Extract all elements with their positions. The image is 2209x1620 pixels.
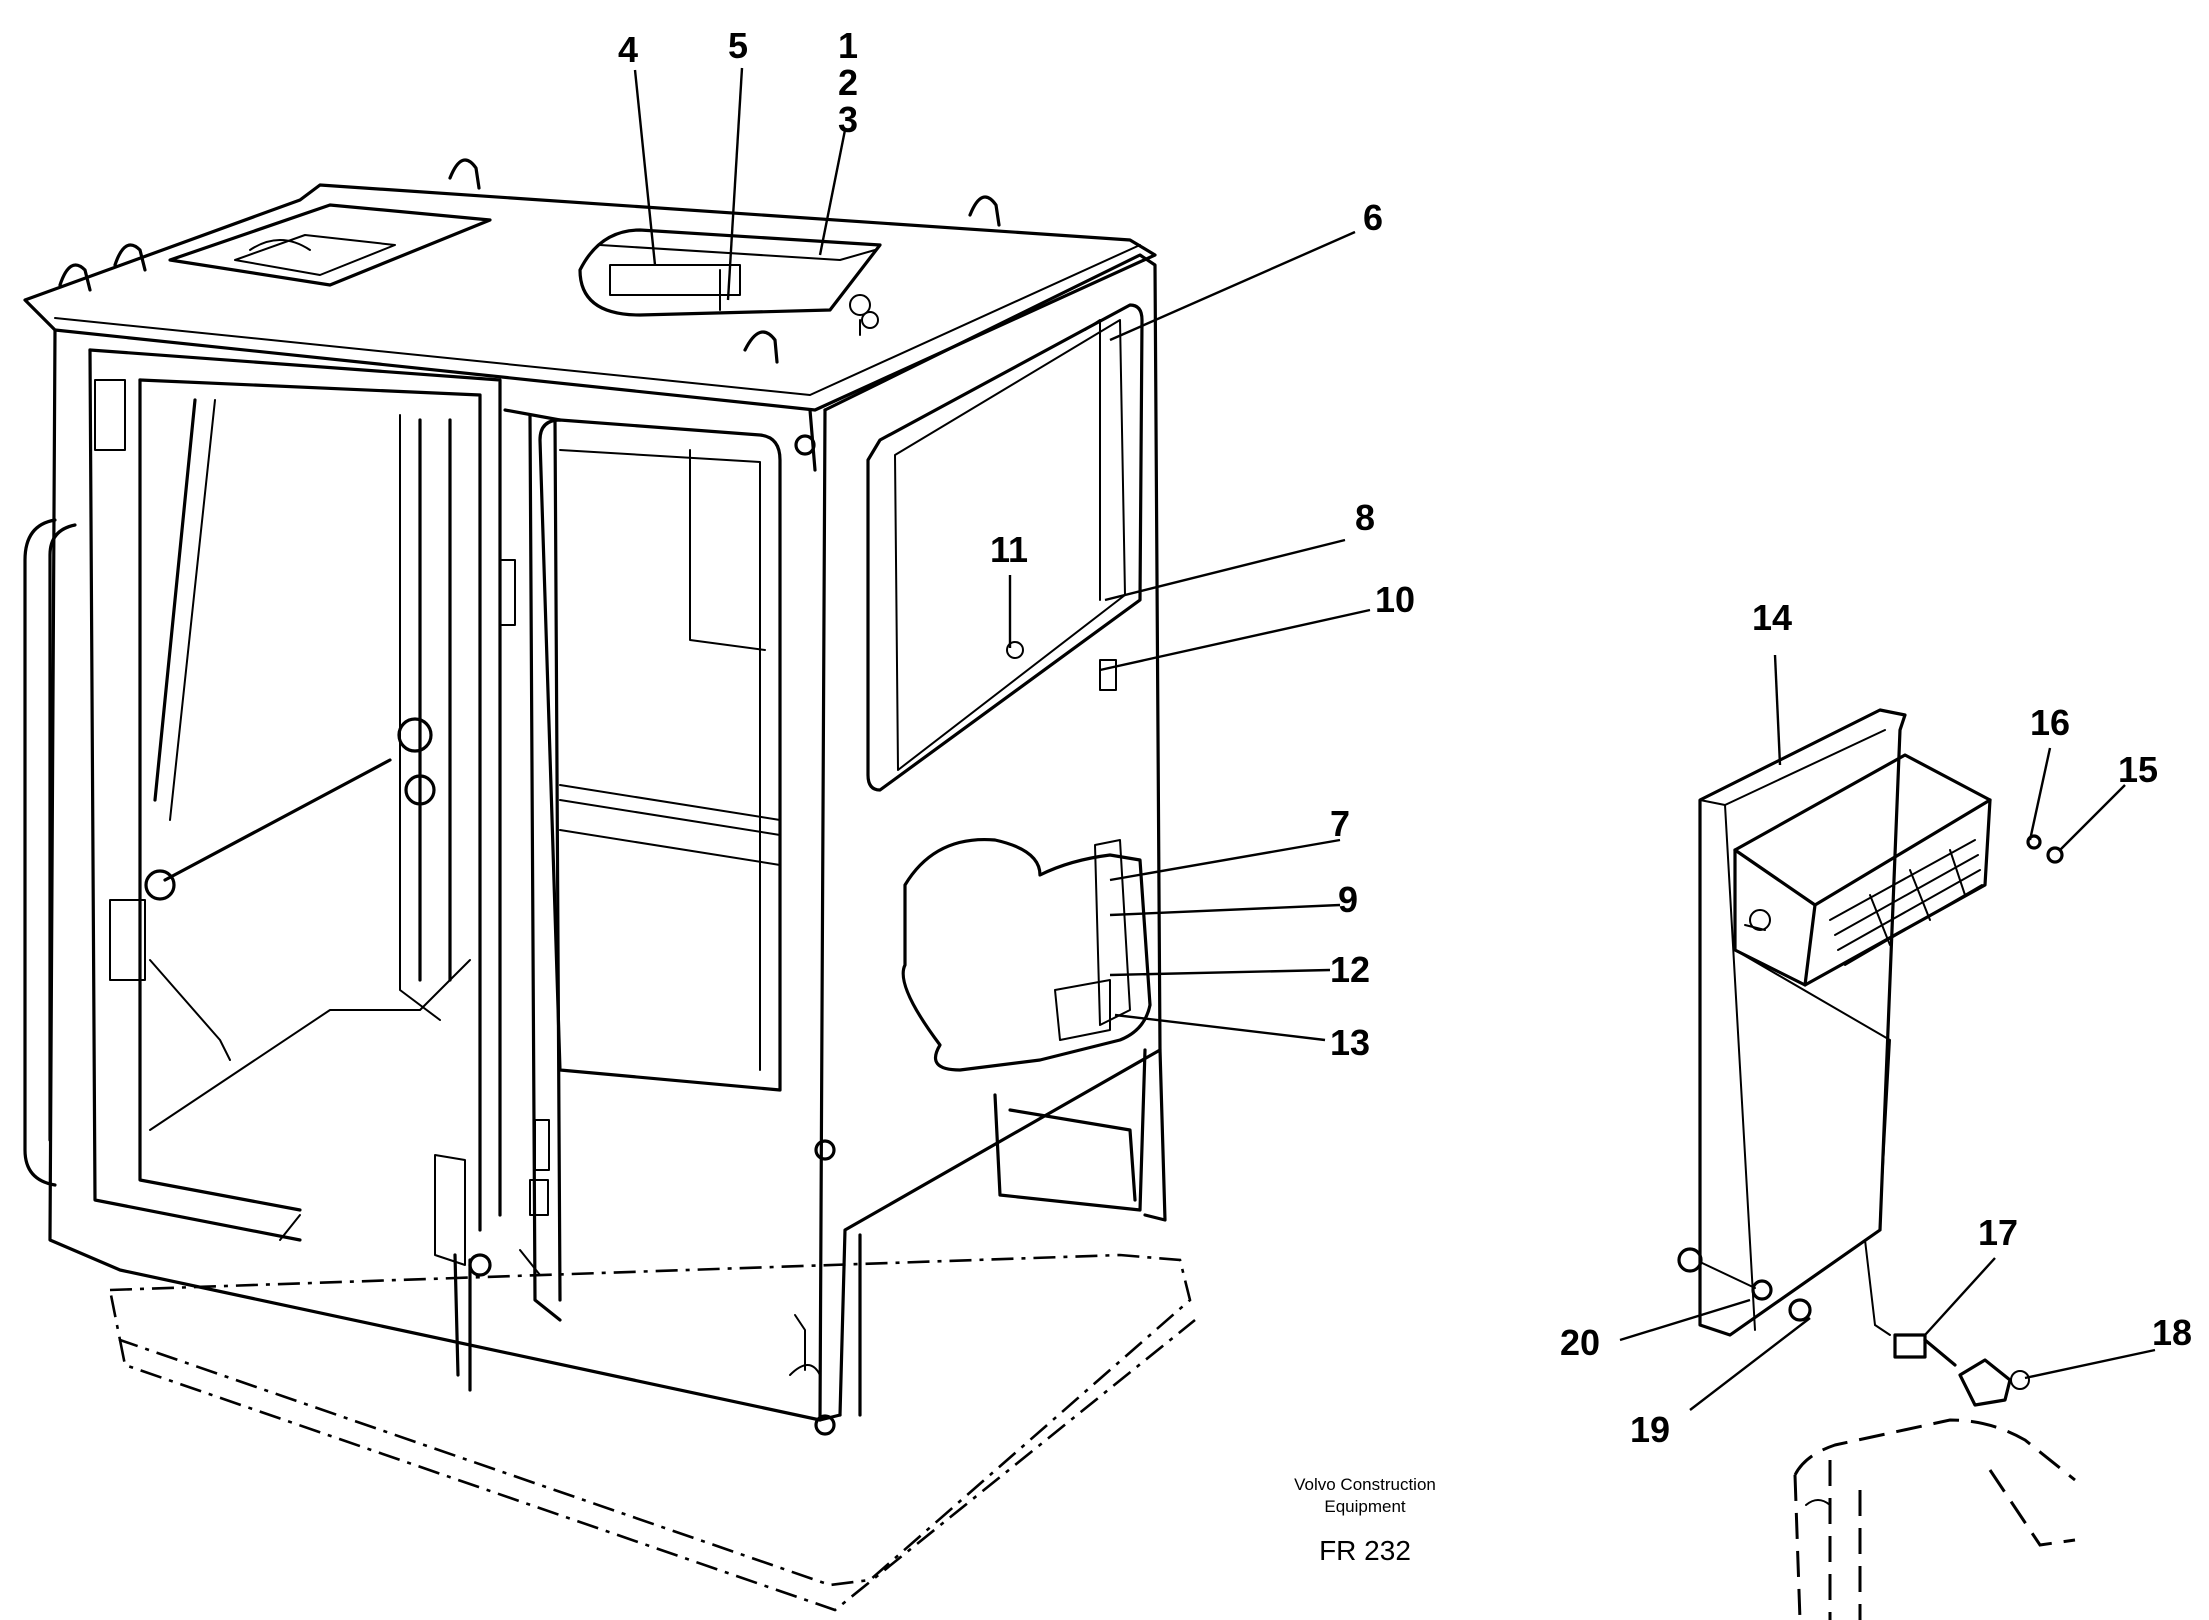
callout-11: 11 bbox=[990, 529, 1028, 570]
callout-19: 19 bbox=[1630, 1409, 1670, 1450]
leader-lines bbox=[633, 67, 2156, 1411]
work-light-assembly bbox=[1677, 708, 2076, 1620]
callout-17: 17 bbox=[1978, 1212, 2018, 1253]
callout-1: 1 bbox=[838, 25, 858, 66]
callout-7: 7 bbox=[1330, 803, 1350, 844]
callout-4: 4 bbox=[618, 29, 638, 70]
manufacturer-line-2: Equipment bbox=[1324, 1497, 1406, 1516]
figure-code: FR 232 bbox=[1319, 1535, 1411, 1566]
callout-16: 16 bbox=[2030, 702, 2070, 743]
side-window-left bbox=[538, 418, 782, 1092]
cab-assembly bbox=[23, 158, 1196, 1612]
callouts: 4 5 1 2 3 6 8 11 10 7 9 12 13 14 16 15 1… bbox=[618, 25, 2192, 1450]
callout-8: 8 bbox=[1355, 497, 1375, 538]
callout-3: 3 bbox=[838, 99, 858, 140]
lamp-lens-pattern bbox=[1829, 839, 1983, 966]
callout-15: 15 bbox=[2118, 749, 2158, 790]
callout-20: 20 bbox=[1560, 1322, 1600, 1363]
callout-9: 9 bbox=[1338, 879, 1358, 920]
callout-14: 14 bbox=[1752, 597, 1792, 638]
side-wall bbox=[789, 253, 1167, 1436]
floor-plate-outline bbox=[108, 1253, 1196, 1612]
diagram-caption: Volvo Construction Equipment FR 232 bbox=[1294, 1475, 1436, 1566]
callout-13: 13 bbox=[1330, 1022, 1370, 1063]
front-frame bbox=[23, 328, 827, 1422]
callout-18: 18 bbox=[2152, 1312, 2192, 1353]
callout-10: 10 bbox=[1375, 579, 1415, 620]
roof bbox=[23, 158, 1157, 472]
callout-5: 5 bbox=[728, 25, 748, 66]
callout-6: 6 bbox=[1363, 197, 1383, 238]
callout-12: 12 bbox=[1330, 949, 1370, 990]
manufacturer-line-1: Volvo Construction bbox=[1294, 1475, 1436, 1494]
callout-2: 2 bbox=[838, 62, 858, 103]
